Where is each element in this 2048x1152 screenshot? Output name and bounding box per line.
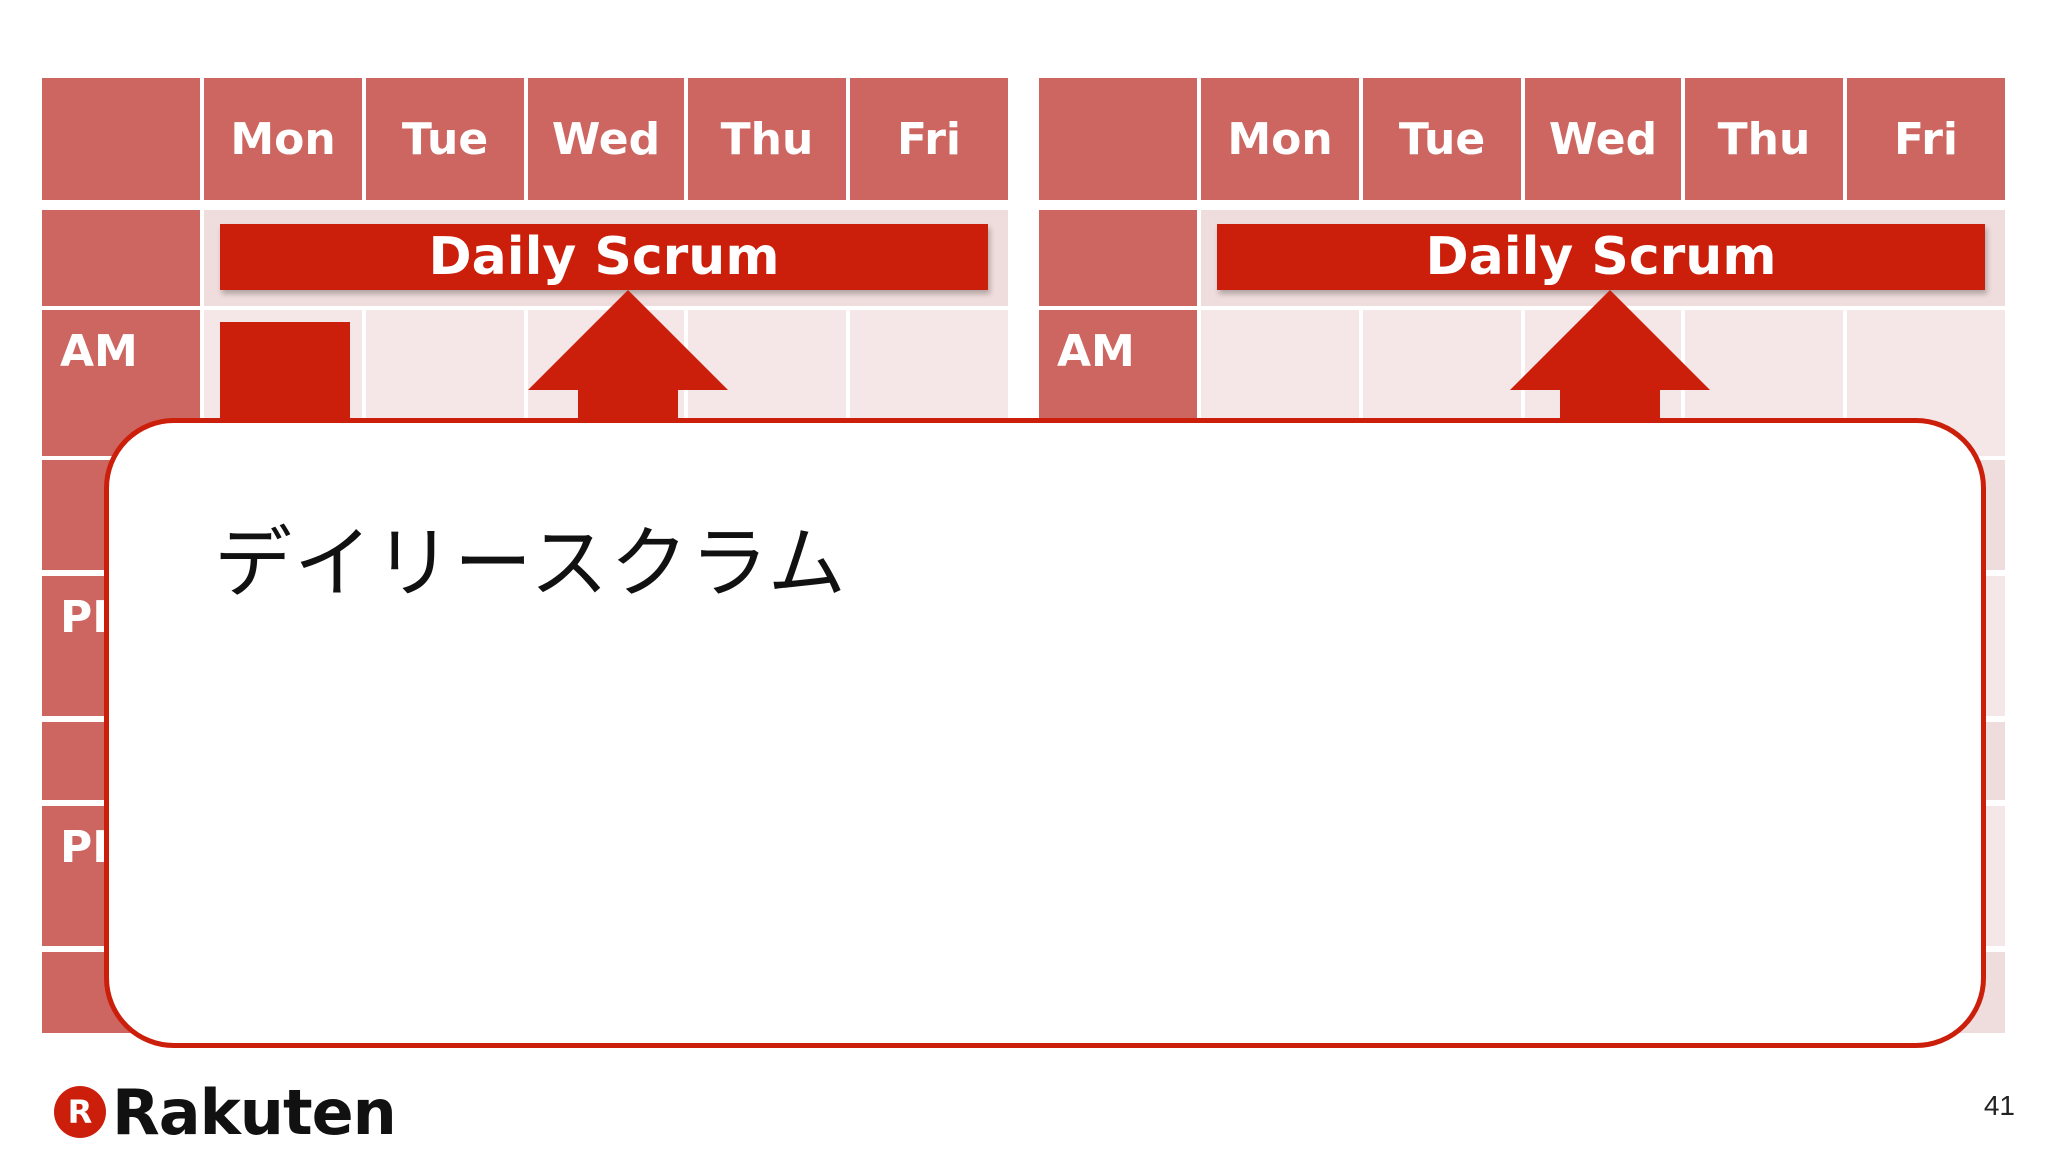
- day-header-thu: Thu: [688, 78, 846, 200]
- caption-dialog: デイリースクラム: [104, 418, 1986, 1048]
- page-number: 41: [1983, 1090, 2015, 1121]
- header-corner: [42, 78, 200, 200]
- day-header-fri: Fri: [850, 78, 1008, 200]
- day-header-tue: Tue: [366, 78, 524, 200]
- row-label: [1039, 210, 1197, 306]
- daily-scrum-banner: Daily Scrum: [1217, 224, 1985, 290]
- day-header-mon: Mon: [1201, 78, 1359, 200]
- day-header-mon: Mon: [204, 78, 362, 200]
- day-header-thu: Thu: [1685, 78, 1843, 200]
- day-header-tue: Tue: [1363, 78, 1521, 200]
- rakuten-logo: R Rakuten: [54, 1076, 397, 1149]
- daily-scrum-banner: Daily Scrum: [220, 224, 988, 290]
- day-header-wed: Wed: [1525, 78, 1681, 200]
- row-label: [42, 210, 200, 306]
- day-header-wed: Wed: [528, 78, 684, 200]
- logo-r-icon: R: [54, 1086, 106, 1138]
- header-corner: [1039, 78, 1197, 200]
- logo-text: Rakuten: [112, 1075, 397, 1149]
- caption-text: デイリースクラム: [214, 519, 848, 609]
- day-header-fri: Fri: [1847, 78, 2005, 200]
